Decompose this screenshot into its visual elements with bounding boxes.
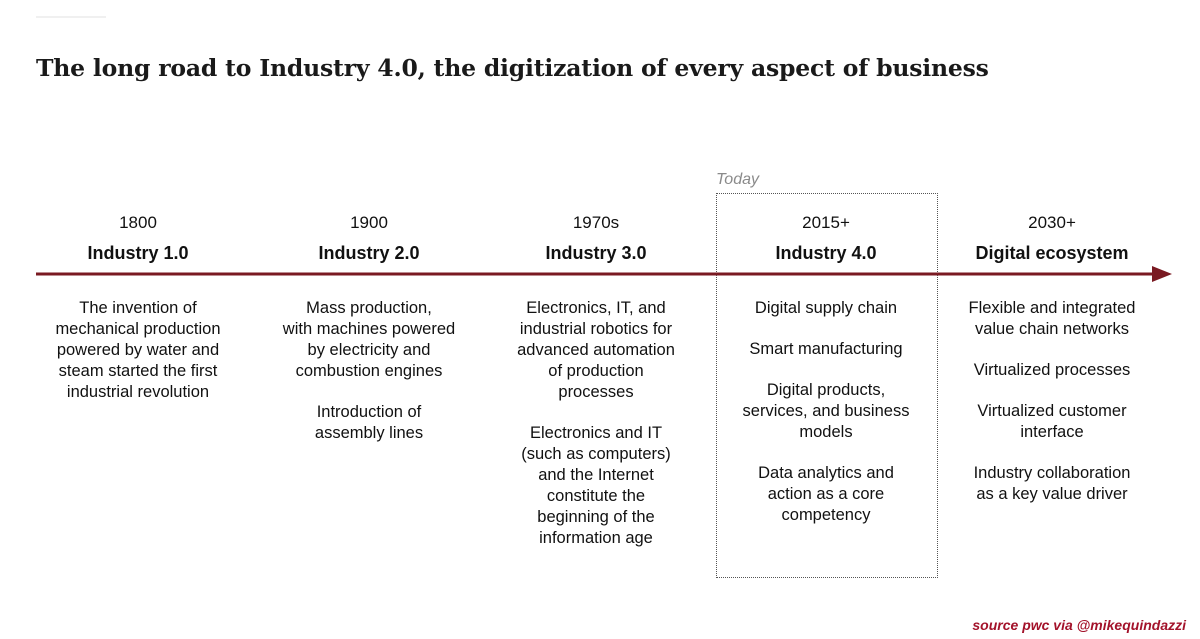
column-year: 1970s [572,213,620,232]
column-item: Digital supply chain [754,299,898,317]
timeline-column-industry-3: 1970s Industry 3.0 Electronics, IT, and … [486,210,706,547]
timeline-column-digital-ecosystem: 2030+ Digital ecosystem Flexible and int… [942,210,1162,503]
source-credit: source pwc via @mikequindazzi [972,617,1186,633]
column-item: Mass production, with machines powered b… [282,299,456,380]
column-item: Virtualized processes [973,361,1131,379]
column-items: Digital supply chain Smart manufacturing… [716,298,936,546]
today-highlight-box [716,193,938,578]
column-era: Industry 4.0 [775,243,877,263]
timeline-column-industry-2: 1900 Industry 2.0 Mass production, with … [259,210,479,442]
timeline-column-industry-1: 1800 Industry 1.0 The invention of mecha… [28,210,248,401]
column-year: 1800 [119,213,157,232]
column-item: Flexible and integrated value chain netw… [968,299,1136,338]
column-item: Industry collaboration as a key value dr… [973,464,1131,503]
column-items: Flexible and integrated value chain netw… [942,298,1162,525]
page-title: The long road to Industry 4.0, the digit… [36,54,989,82]
column-year: 2015+ [802,213,850,232]
column-items: The invention of mechanical production p… [28,298,248,423]
column-year: 1900 [350,213,388,232]
column-items: Electronics, IT, and industrial robotics… [486,298,706,569]
timeline-column-industry-4: 2015+ Industry 4.0 Digital supply chain … [716,210,936,524]
column-era: Industry 3.0 [545,243,647,263]
column-item: Electronics and IT (such as computers) a… [521,424,671,547]
column-item: The invention of mechanical production p… [55,299,221,401]
today-label: Today [716,171,759,188]
column-item: Electronics, IT, and industrial robotics… [517,299,675,401]
column-era: Industry 2.0 [318,243,420,263]
column-items: Mass production, with machines powered b… [259,298,479,464]
timeline-arrow [36,266,1172,282]
column-item: Smart manufacturing [749,340,903,358]
column-item: Virtualized customer interface [977,402,1127,441]
header-rule [36,16,106,18]
column-item: Digital products, services, and business… [742,381,910,441]
column-year: 2030+ [1028,213,1076,232]
column-era: Industry 1.0 [87,243,189,263]
column-era: Digital ecosystem [975,243,1129,263]
column-item: Data analytics and action as a core comp… [758,464,894,524]
column-item: Introduction of assembly lines [314,403,424,442]
